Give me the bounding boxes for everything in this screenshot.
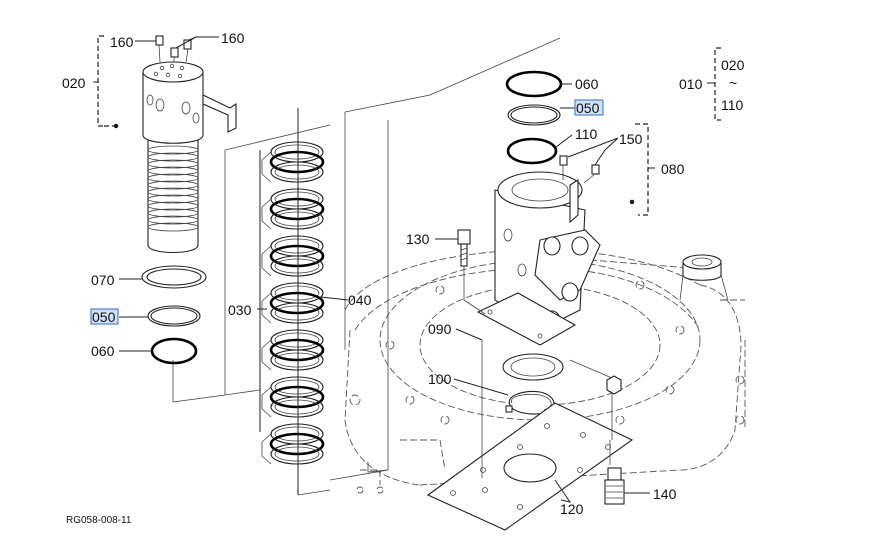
callout-130: 130 xyxy=(406,231,430,247)
callout-160-left: 160 xyxy=(110,34,134,50)
plate-120 xyxy=(426,340,634,531)
seal-group xyxy=(261,329,325,371)
callout-060-left: 060 xyxy=(91,343,115,359)
callout-090: 090 xyxy=(428,321,452,337)
group-bracket-080 xyxy=(629,123,655,216)
seal-group xyxy=(261,141,325,183)
guide-lines xyxy=(172,37,561,496)
callout-070: 070 xyxy=(91,272,115,288)
rings-left xyxy=(141,265,207,365)
seal-group xyxy=(261,423,325,465)
bolt-140 xyxy=(604,375,625,505)
leader-lines xyxy=(119,36,650,503)
seal-stack-040 xyxy=(259,108,325,495)
seal-group xyxy=(261,282,325,324)
callout-060-right: 060 xyxy=(575,76,599,92)
swivel-joint-020 xyxy=(142,35,237,253)
callout-140: 140 xyxy=(653,486,677,502)
group-bracket-010 xyxy=(707,47,721,121)
group-bracket-020 xyxy=(93,35,119,129)
seal-group xyxy=(261,235,325,277)
highlight-050-right xyxy=(574,99,604,116)
range-from-020: 020 xyxy=(721,57,745,73)
callout-120: 120 xyxy=(560,501,584,517)
callout-110: 110 xyxy=(575,126,598,142)
callout-050-right[interactable]: 050 xyxy=(576,100,600,116)
callout-010: 010 xyxy=(679,76,703,92)
callout-040: 040 xyxy=(348,292,372,308)
callout-020: 020 xyxy=(62,75,86,91)
bolt-130 xyxy=(457,229,486,315)
callout-160-right: 160 xyxy=(221,30,245,46)
callout-100: 100 xyxy=(428,371,452,387)
highlight-050-left xyxy=(90,308,119,325)
callout-labels: 160 160 020 070 050 060 030 040 060 050 … xyxy=(62,30,745,526)
swivel-housing-080 xyxy=(476,155,601,346)
callout-080: 080 xyxy=(661,161,685,177)
rings-right xyxy=(505,70,563,165)
callout-050-left[interactable]: 050 xyxy=(92,309,116,325)
diagram-code: RG058-008-11 xyxy=(66,515,132,526)
seal-090 xyxy=(502,353,564,381)
seal-group xyxy=(261,376,325,418)
seal-group xyxy=(261,188,325,230)
range-to-110: 110 xyxy=(721,97,744,113)
range-tilde: ~ xyxy=(729,75,737,91)
callout-150: 150 xyxy=(619,131,643,147)
circlip-100 xyxy=(505,391,555,415)
callout-030: 030 xyxy=(228,302,252,318)
